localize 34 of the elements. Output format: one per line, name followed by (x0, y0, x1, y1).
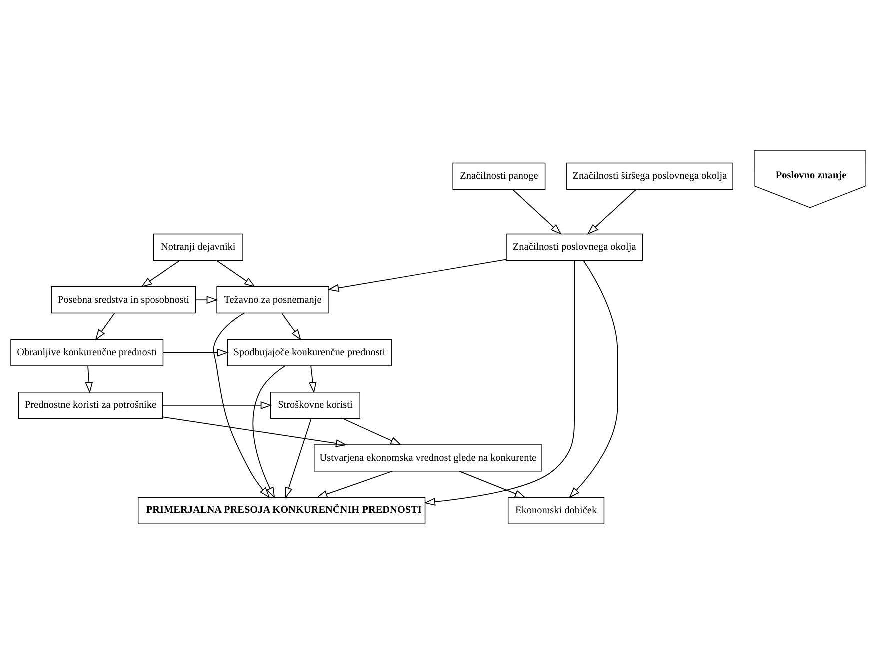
arrow (342, 418, 402, 446)
arrow (85, 365, 94, 394)
arrow (282, 312, 302, 340)
arrow (252, 365, 286, 498)
arrow (424, 260, 576, 506)
arrow (196, 296, 218, 304)
arrow (459, 470, 526, 498)
arrow (309, 365, 317, 394)
node-box: Značilnosti panoge (452, 162, 546, 190)
arrow (140, 260, 181, 288)
arrow (328, 258, 507, 292)
arrow (512, 188, 562, 234)
node-box: Posebna sredstva in sposobnosti (51, 286, 196, 314)
node-box: Prednostne koristi za potrošnike (18, 391, 164, 419)
node-box: Obranljive konkurenčne prednosti (10, 338, 164, 366)
node-box: Ustvarjena ekonomska vrednost glede na konkurente (314, 444, 542, 472)
arrow (162, 416, 348, 447)
node-box: Težavno za posnemanje (216, 286, 330, 314)
arrow (587, 188, 637, 234)
arrow (95, 312, 116, 340)
node-box: Spodbujajoče konkurenčne prednosti (227, 338, 392, 366)
node-box: Značilnosti poslovnega okolja (506, 233, 644, 260)
arrow (213, 312, 270, 498)
arrow (162, 401, 272, 409)
node-box: Značilnosti širšega poslovnega okolja (566, 162, 734, 190)
arrow (162, 348, 229, 356)
arrow (569, 260, 618, 498)
node-box: Ekonomski dobiček (508, 496, 605, 524)
node-box: Notranji dejavniki (153, 233, 244, 260)
arrow (216, 260, 256, 288)
arrow (285, 418, 312, 498)
arrow (316, 470, 394, 498)
node-box: Stroškovne koristi (270, 391, 360, 419)
node-box: PRIMERJALNA PRESOJA KONKURENČNIH PREDNOSTI (138, 496, 426, 524)
